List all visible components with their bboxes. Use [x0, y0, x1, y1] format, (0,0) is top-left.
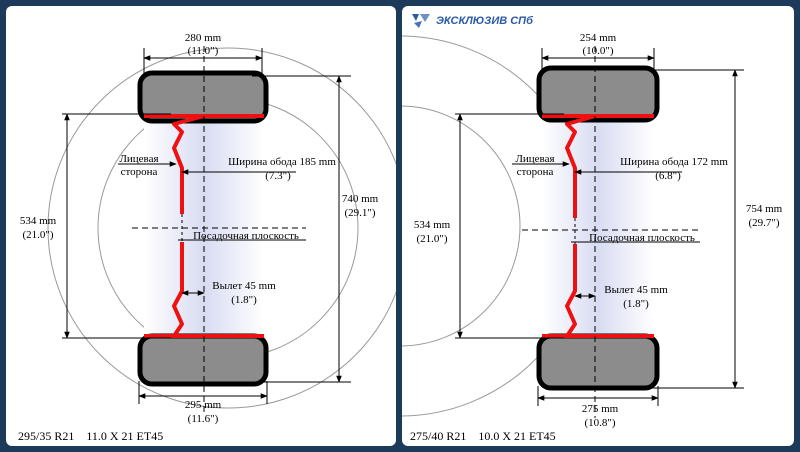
wheel-diagram-right: 254 mm (10.0") 275 mm (10.8") 534 mm (21…	[402, 32, 783, 443]
face-side-line2: сторона	[121, 166, 158, 178]
bottom-width-mm: 275 mm	[582, 403, 619, 415]
brand-emblem-icon	[412, 14, 430, 28]
rim-profile	[542, 114, 654, 338]
wheel-body	[144, 88, 264, 358]
face-side-line1: Лицевая	[119, 153, 158, 165]
offset-in: (1.8")	[231, 294, 257, 306]
rim-diameter-mm: 534 mm	[20, 215, 57, 227]
bottom-width-in: (11.6")	[188, 413, 219, 425]
wheel-panel-right: 254 mm (10.0") 275 mm (10.8") 534 mm (21…	[402, 6, 794, 446]
rim-width-in: (6.8")	[655, 170, 681, 182]
bottom-width-in: (10.8")	[584, 417, 615, 429]
rim-width-in: (7.3")	[265, 170, 291, 182]
tire-section-top	[536, 65, 660, 123]
overall-diameter-mm: 754 mm	[746, 203, 783, 215]
wheel-body	[542, 86, 654, 366]
face-side-line2: сторона	[517, 166, 554, 178]
overall-diameter-in: (29.7")	[748, 217, 779, 229]
overall-diameter-in: (29.1")	[344, 207, 375, 219]
tire-section-top	[137, 70, 269, 124]
size-spec-caption: 295/35 R21 11.0 X 21 ET45	[18, 429, 163, 443]
brand-logo: ЭКСКЛЮЗИВ СПб	[410, 12, 533, 30]
offset-label: Вылет 45 mm	[604, 284, 668, 296]
bottom-width-mm: 295 mm	[185, 399, 222, 411]
rim-diameter-mm: 534 mm	[414, 219, 451, 231]
offset-label: Вылет 45 mm	[212, 280, 276, 292]
rim-diameter-in: (21.0")	[416, 233, 447, 245]
mounting-plane-label: Посадочная плоскость	[193, 230, 299, 242]
rim-diameter-in: (21.0")	[22, 229, 53, 241]
top-width-in: (11.0")	[188, 45, 219, 57]
rim-width-label: Ширина обода 185 mm	[228, 156, 336, 168]
top-width-mm: 280 mm	[185, 32, 222, 44]
wheel-diagram-left: 280 mm (11.0") 295 mm (11.6") 534 mm (21…	[18, 32, 396, 443]
tire-section-bottom	[536, 333, 660, 391]
size-spec-caption: 275/40 R21 10.0 X 21 ET45	[410, 429, 556, 443]
wheel-panel-left: 280 mm (11.0") 295 mm (11.6") 534 mm (21…	[6, 6, 396, 446]
face-side-line1: Лицевая	[515, 153, 554, 165]
brand-name: ЭКСКЛЮЗИВ СПб	[436, 15, 533, 27]
mounting-plane-label: Посадочная плоскость	[589, 232, 695, 244]
overall-diameter-mm: 740 mm	[342, 193, 379, 205]
offset-in: (1.8")	[623, 298, 649, 310]
rim-width-label: Ширина обода 172 mm	[620, 156, 728, 168]
rim-outline-circle	[402, 105, 521, 347]
top-width-in: (10.0")	[582, 45, 613, 57]
top-width-mm: 254 mm	[580, 32, 617, 44]
tire-outline-circle	[47, 47, 396, 409]
tire-section-bottom	[137, 333, 269, 387]
